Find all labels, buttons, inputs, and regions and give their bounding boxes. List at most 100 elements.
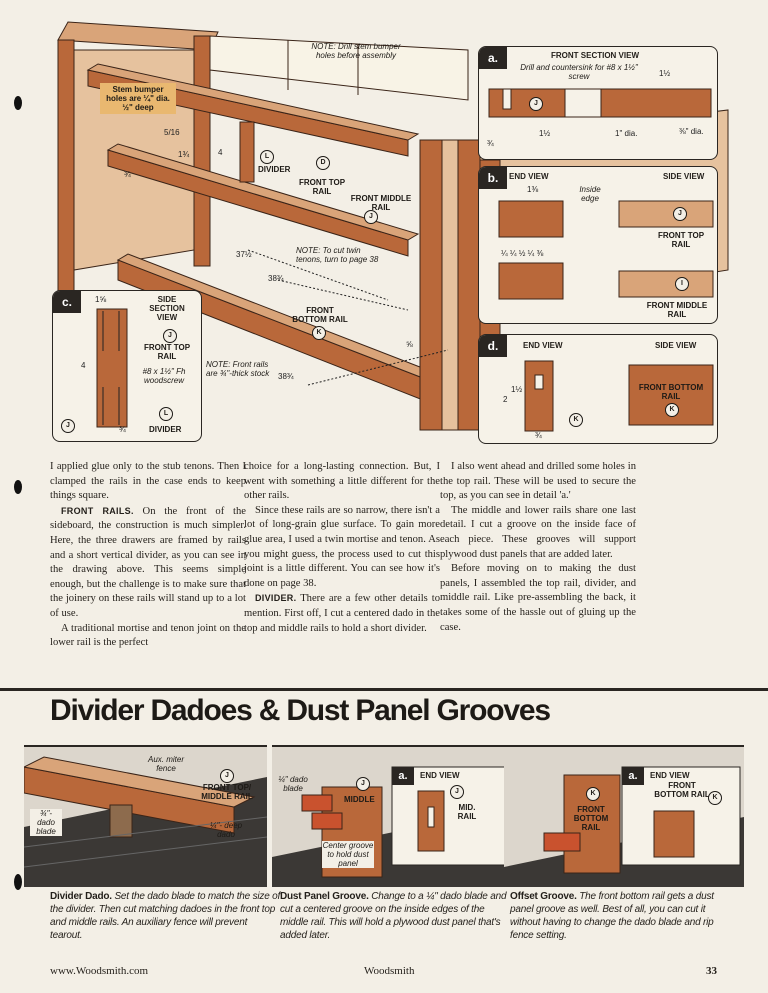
detail-a-circle: J [529,97,543,111]
panel-3-circle-k2: K [708,791,722,805]
detail-d-front-bottom-rail: FRONT BOTTOM RAIL [638,383,704,401]
col2-para1: choice for a long-lasting connection. Bu… [244,461,440,502]
detail-a-dim1: 1½ [659,69,671,78]
detail-d-dim1: 1½ [511,385,523,394]
detail-c-circle-j2: J [61,419,75,433]
deep-dado-label: ¼"- deep dado [209,821,243,839]
detail-c: c. SIDE SECTION VIEW 1⅝ J FRONT TOP RAIL… [52,290,202,442]
detail-d-dim3: ¾ [535,431,542,440]
detail-a-dim3: 1" dia. [615,129,638,138]
dim-5-8: ⅝ [406,340,413,349]
col2-para2: Since these rails are so narrow, there i… [244,504,440,589]
col1-para3: A traditional mortise and tenon joint on… [50,622,246,649]
front-top-rail-label: FRONT TOP RAIL [298,178,346,196]
front-bottom-rail-end-label: FRONT BOTTOM RAIL [654,781,710,799]
detail-b-front-top-rail: FRONT TOP RAIL [657,231,705,249]
detail-a-dim5: ¾ [487,139,494,148]
detail-c-dim4: 4 [81,361,86,370]
panel-3-tag: a. [622,767,644,785]
detail-d-tag: d. [479,335,507,357]
detail-b-dims-row: ¼ ¼ ½ ¼ ⅜ [501,249,544,258]
panel-2-circle-j: J [356,777,370,791]
margin-bullet [14,96,22,110]
detail-a-drawing [488,88,712,118]
circle-k: K [312,326,326,340]
front-rails-runin: FRONT RAILS. [61,505,134,516]
detail-d-circle-k: K [665,403,679,417]
detail-b-inside-edge: Inside edge [579,185,601,203]
caption-offset-groove: Offset Groove. The front bottom rail get… [510,891,714,941]
dim-38a: 38¾ [268,274,284,283]
panel-2-drawing [272,747,515,887]
stem-bumper-note: Stem bumper holes are ¼" dia. ½" deep [100,83,176,114]
middle-label: MIDDLE [344,795,375,804]
page-number: 33 [706,965,717,977]
col3-para2: The middle and lower rails share one las… [440,504,636,560]
col1-para2: FRONT RAILS. On the front of the sideboa… [50,505,246,619]
col3-para1: I also went ahead and drilled some holes… [440,461,636,502]
panel-2-end-view: END VIEW [420,771,460,780]
dim-4: 4 [218,148,223,157]
detail-c-tag: c. [53,291,81,313]
dim-3-4: ¾ [124,170,131,179]
detail-d-end-view: END VIEW [523,341,563,350]
footer-url[interactable]: www.Woodsmith.com [50,965,149,977]
detail-c-dim34: ¾ [119,425,126,434]
article-column-3: I also went ahead and drilled some holes… [440,460,636,635]
detail-c-circle-j: J [163,329,177,343]
detail-b-circle-i: I [675,277,689,291]
panel-1-circle-j: J [220,769,234,783]
caption-2-head: Dust Panel Groove. [280,891,369,902]
note-drill-bumper: NOTE: Drill stem bumper holes before ass… [311,42,401,60]
col1-para1: I applied glue only to the stub tenons. … [50,461,246,502]
detail-b-circle-j: J [673,207,687,221]
detail-b-side-view: SIDE VIEW [663,172,705,181]
detail-c-front-top-rail: FRONT TOP RAIL [143,343,191,361]
col2-para3: DIVIDER. There are a few other details t… [244,593,440,634]
dado-blade-label: ¾"- dado blade [30,809,62,836]
dim-38b: 38¾ [278,372,294,381]
detail-b-end-view: END VIEW [509,172,549,181]
detail-c-circle-l: L [159,407,173,421]
detail-a-title: FRONT SECTION VIEW [551,51,639,60]
detail-b-front-middle-rail: FRONT MIDDLE RAIL [646,301,708,319]
detail-c-dim: 1⅝ [95,295,107,304]
detail-a-note: Drill and countersink for #8 x 1½" screw [520,63,638,81]
caption-divider-dado: Divider Dado. Set the dado blade to matc… [50,891,281,941]
dim-1-3-4: 1¾ [178,150,190,159]
detail-b: b. END VIEW SIDE VIEW Inside edge 1⅜ J I… [478,166,718,324]
detail-c-drawing [96,308,128,428]
detail-b-tag: b. [479,167,507,189]
detail-d-circle-k2: K [569,413,583,427]
panel-offset-groove: K FRONT BOTTOM RAIL a. END VIEW FRONT BO… [504,745,744,887]
detail-b-drawing [498,200,714,300]
article-column-1: I applied glue only to the stub tenons. … [50,460,246,651]
col3-para3: Before moving on to making the dust pane… [440,563,636,633]
panel-divider-dado: Aux. miter fence J FRONT TOP/ MIDDLE RAI… [24,745,267,887]
divider-runin: DIVIDER. [255,593,297,604]
circle-d: D [316,156,330,170]
front-top-middle-label: FRONT TOP/ MIDDLE RAIL [201,783,253,801]
detail-c-divider: DIVIDER [149,425,182,434]
panel-2-circle-j2: J [450,785,464,799]
mid-rail-label: MID. RAIL [457,803,477,821]
detail-c-title: SIDE SECTION VIEW [149,295,185,322]
front-middle-rail-label: FRONT MIDDLE RAIL [350,194,412,212]
detail-a-tag: a. [479,47,507,69]
panel-2-tag: a. [392,767,414,785]
dim-5-16: 5/16 [164,128,180,137]
panel-3-end-view: END VIEW [650,771,690,780]
detail-a: a. FRONT SECTION VIEW Drill and counters… [478,46,718,160]
center-groove-label: Center groove to hold dust panel [322,841,374,868]
section-rule [0,688,768,691]
detail-a-dim4: ⅜" dia. [679,127,704,136]
circle-l: L [260,150,274,164]
detail-a-dim2: 1½ [539,129,551,138]
panel-dust-groove: ¼" dado blade J MIDDLE a. END VIEW J MID… [272,745,515,887]
front-bottom-rail-label: FRONT BOTTOM RAIL [292,306,348,324]
detail-d-side-view: SIDE VIEW [655,341,697,350]
divider-label: DIVIDER [258,165,291,174]
article-column-2: choice for a long-lasting connection. Bu… [244,460,440,636]
margin-bullet-2 [14,480,22,494]
note-front-rails: NOTE: Front rails are ¾"-thick stock [206,360,270,378]
